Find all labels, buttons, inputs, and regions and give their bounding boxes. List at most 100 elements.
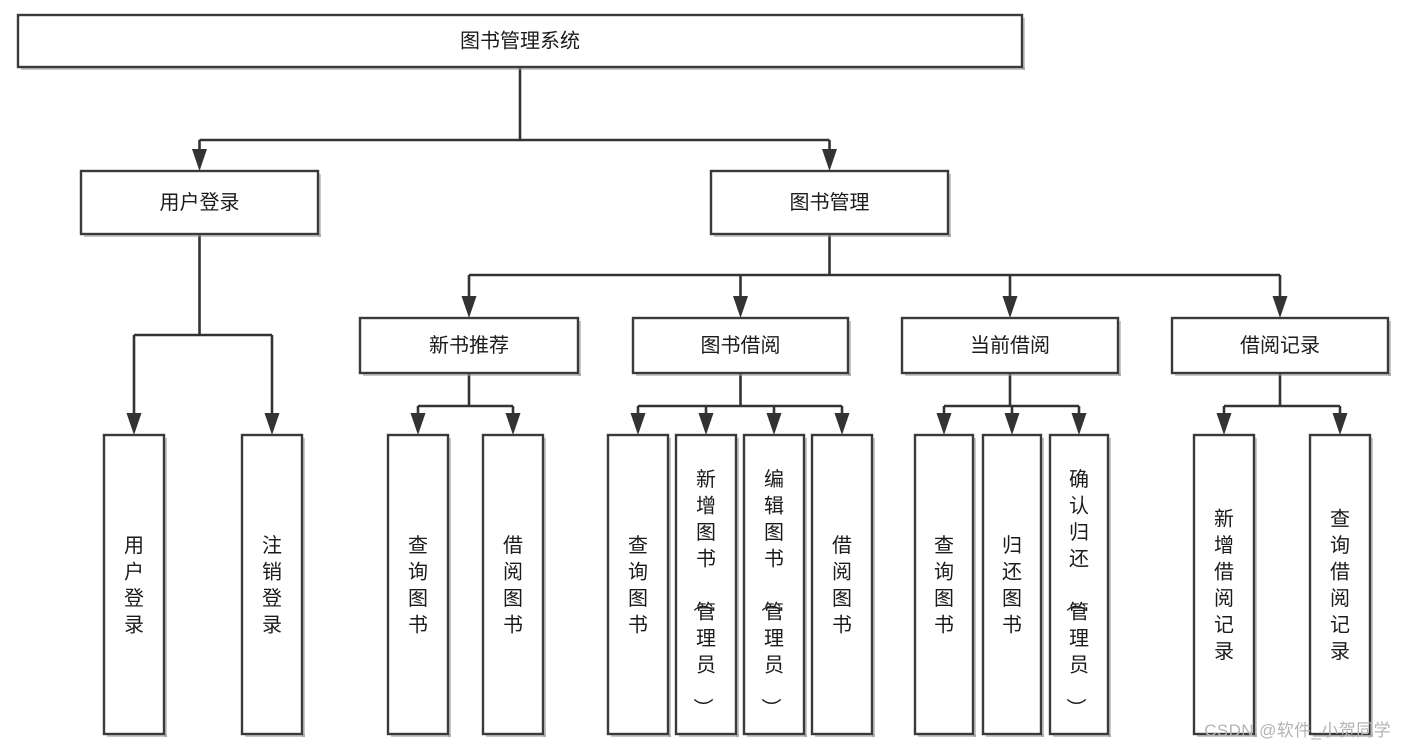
node-shadow-bottom [714,234,951,237]
arrow-head-leaf-borrow-book-1 [505,413,521,435]
node-leaf-borrow-book-1[interactable]: 借阅图书 [481,433,546,737]
node-borrow[interactable]: 图书借阅 [631,316,851,376]
node-leaf-user-login[interactable]: 用户登录 [102,433,167,737]
node-shadow-bottom [905,373,1121,376]
node-shadow-right [804,438,807,737]
node-rect-leaf-add-book[interactable] [674,433,738,736]
node-leaf-borrow-book-2[interactable]: 借阅图书 [810,433,875,737]
node-shadow-bottom [679,734,739,737]
arrow-head-current [1002,296,1018,318]
node-label-newbook: 新书推荐 [429,334,509,357]
node-shadow-bottom [363,373,581,376]
node-shadow-bottom [986,734,1044,737]
node-shadow-right [973,438,976,737]
node-label-leaf-confirm-return: 确认归还（管理员） [1064,468,1089,718]
node-rect-leaf-query-book-2[interactable] [606,433,670,736]
node-shadow-right [448,438,451,737]
arrow-head-leaf-add-book [698,413,714,435]
node-label-leaf-query-book-1: 查询图书 [408,534,428,637]
node-shadow-right [736,438,739,737]
node-shadow-bottom [1175,373,1391,376]
arrow-head-borrow [733,296,748,318]
node-shadow-bottom [486,734,546,737]
node-shadow-bottom [391,734,451,737]
node-leaf-return-book[interactable]: 归还图书 [981,433,1044,737]
arrow-head-leaf-user-login [126,413,142,435]
node-shadow-bottom [918,734,976,737]
node-leaf-query-book-1[interactable]: 查询图书 [386,433,451,737]
arrow-head-leaf-query-book-3 [936,413,952,435]
arrow-head-records [1272,296,1288,318]
node-shadow-bottom [107,734,167,737]
node-leaf-query-book-2[interactable]: 查询图书 [606,433,671,737]
node-label-borrow: 图书借阅 [701,334,781,357]
node-leaf-query-book-3[interactable]: 查询图书 [913,433,976,737]
node-rect-root[interactable] [16,13,1024,69]
node-shadow-bottom [1053,734,1111,737]
arrow-head-login [192,149,207,171]
csdn-watermark: CSDN @软件_小贺同学 [1204,721,1391,740]
node-rect-newbook[interactable] [358,316,580,375]
node-label-leaf-add-book: 新增图书（管理员） [691,468,716,718]
node-rect-leaf-return-book[interactable] [981,433,1043,736]
node-leaf-add-record[interactable]: 新增借阅记录 [1192,433,1257,737]
arrow-head-leaf-return-book [1004,413,1020,435]
arrow-head-leaf-borrow-book-2 [834,413,850,435]
node-label-leaf-add-record: 新增借阅记录 [1214,508,1234,664]
node-shadow-right [578,321,581,376]
node-rect-leaf-query-record[interactable] [1308,433,1372,736]
node-label-bookmgmt: 图书管理 [790,191,870,214]
node-label-records: 借阅记录 [1240,334,1320,357]
arrow-head-leaf-query-book-1 [410,413,426,435]
arrow-head-newbook [461,296,477,318]
node-rect-leaf-borrow-book-1[interactable] [481,433,545,736]
node-rect-leaf-borrow-book-2[interactable] [810,433,874,736]
node-leaf-confirm-return[interactable]: 确认归还（管理员） [1048,433,1111,737]
node-rect-bookmgmt[interactable] [709,169,950,236]
arrow-head-leaf-edit-book [766,413,782,435]
node-label-leaf-user-login: 用户登录 [124,535,144,637]
node-shadow-right [302,438,305,737]
node-label-leaf-borrow-book-2: 借阅图书 [832,534,852,637]
node-label-leaf-edit-book: 编辑图书（管理员） [759,468,784,718]
node-rect-current[interactable] [900,316,1120,375]
connector-layer [126,67,1348,435]
node-shadow-bottom [245,734,305,737]
node-bookmgmt[interactable]: 图书管理 [709,169,951,237]
arrow-head-leaf-logout [264,413,280,435]
node-shadow-right [1108,438,1111,737]
node-rect-leaf-query-book-3[interactable] [913,433,975,736]
node-label-leaf-query-record: 查询借阅记录 [1330,508,1350,664]
node-shadow-bottom [611,734,671,737]
node-leaf-logout[interactable]: 注销登录 [240,433,305,737]
node-shadow-right [948,174,951,237]
node-label-root: 图书管理系统 [460,29,580,52]
node-rect-login[interactable] [79,169,320,236]
node-login[interactable]: 用户登录 [79,169,321,237]
node-records[interactable]: 借阅记录 [1170,316,1391,376]
node-root[interactable]: 图书管理系统 [16,13,1025,70]
node-rect-leaf-add-record[interactable] [1192,433,1256,736]
node-leaf-query-record[interactable]: 查询借阅记录 [1308,433,1373,737]
node-label-leaf-query-book-2: 查询图书 [628,534,648,637]
node-layer: 图书管理系统用户登录图书管理新书推荐图书借阅当前借阅借阅记录用户登录注销登录查询… [16,13,1391,737]
node-rect-leaf-user-login[interactable] [102,433,166,736]
node-shadow-right [164,438,167,737]
node-rect-leaf-query-book-1[interactable] [386,433,450,736]
node-leaf-edit-book[interactable]: 编辑图书（管理员） [742,433,807,737]
node-label-current: 当前借阅 [970,334,1050,357]
node-rect-borrow[interactable] [631,316,850,375]
node-shadow-bottom [636,373,851,376]
node-rect-records[interactable] [1170,316,1390,375]
node-leaf-add-book[interactable]: 新增图书（管理员） [674,433,739,737]
node-rect-leaf-edit-book[interactable] [742,433,806,736]
node-shadow-bottom [747,734,807,737]
node-rect-leaf-logout[interactable] [240,433,304,736]
arrow-head-leaf-query-book-2 [630,413,646,435]
node-rect-leaf-confirm-return[interactable] [1048,433,1110,736]
node-newbook[interactable]: 新书推荐 [358,316,581,376]
node-shadow-right [1388,321,1391,376]
node-current[interactable]: 当前借阅 [900,316,1121,376]
